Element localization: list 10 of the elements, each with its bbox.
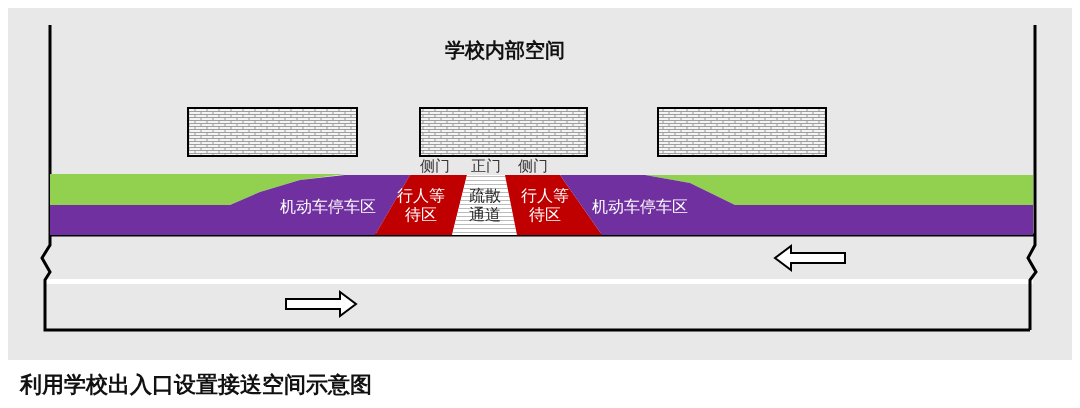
zone-label: 机动车停车区 (279, 196, 377, 216)
gate-label: 正门 (471, 156, 501, 176)
area-title: 学校内部空间 (445, 37, 565, 63)
caption: 利用学校出入口设置接送空间示意图 (20, 371, 372, 399)
zone-label: 行人等待区 (520, 186, 570, 224)
zone-label: 行人等待区 (396, 186, 446, 224)
gate-label: 侧门 (420, 156, 450, 176)
zone-label: 疏散通道 (468, 186, 502, 224)
gate-label: 侧门 (518, 156, 548, 176)
zone-label: 机动车停车区 (591, 196, 689, 216)
